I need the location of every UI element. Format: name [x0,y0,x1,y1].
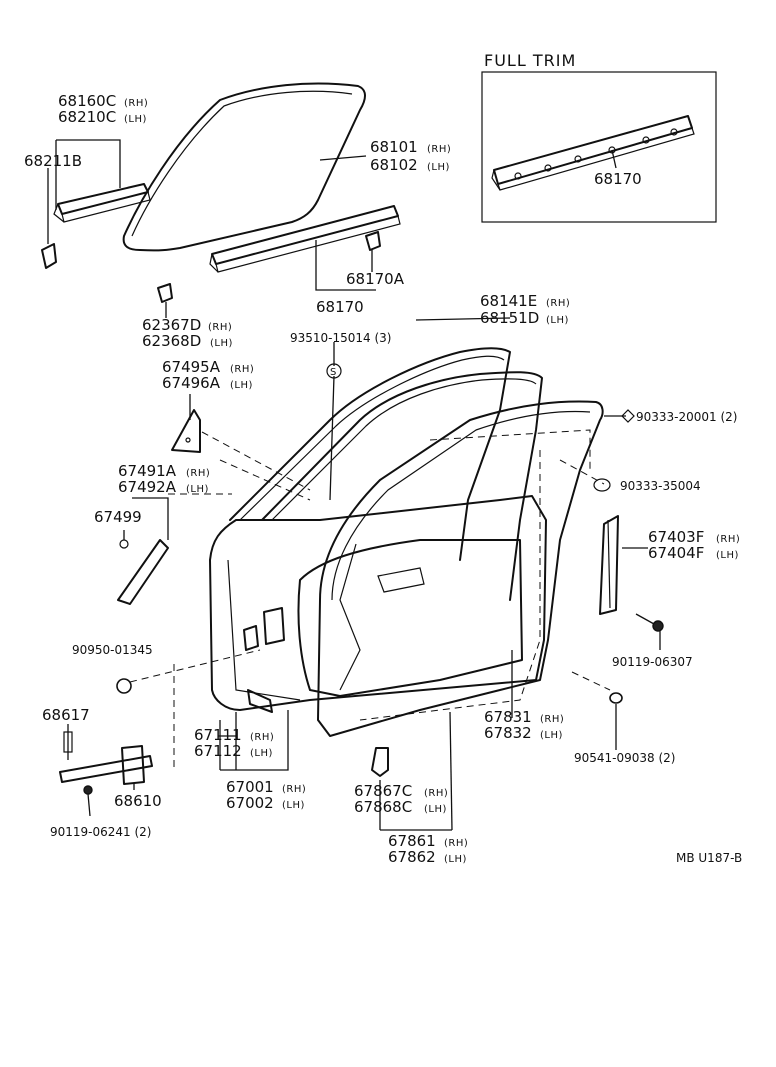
clip-62367d-drawing [157,283,173,303]
pin-68617-icon [63,724,73,760]
label-68101: 68101 [370,138,418,156]
door-weatherstrip-inner [261,371,543,601]
garnish-67495a-drawing [171,409,201,453]
label-67496a-suffix: (LH) [230,380,253,391]
label-68151d: 68151D [480,309,539,327]
label-67492a-suffix: (LH) [186,484,209,495]
label-67831: 67831 [484,708,532,726]
full-trim-moulding-drawing [491,115,695,191]
label-67001: 67001 [226,778,274,796]
label-90541-09038: 90541-09038 (2) [574,751,676,765]
door-check-68610-drawing [59,745,153,817]
label-67112: 67112 [194,742,242,760]
door-glass-drawing [122,82,366,252]
garnish-67499-drawing [117,539,169,605]
label-90333-35004: 90333-35004 [620,479,701,493]
plug-90333-35004-icon [593,478,611,492]
label-68141e: 68141E [480,292,537,310]
belt-moulding-68170-drawing [209,205,401,273]
full-trim-title: FULL TRIM [484,51,576,70]
label-68102: 68102 [370,156,418,174]
label-68170: 68170 [316,298,364,316]
label-68211b: 68211B [24,152,82,170]
label-68160c: 68160C [58,92,116,110]
front-run-strip-drawing [53,183,151,223]
label-90119-06307: 90119-06307 [612,655,693,669]
label-67861: 67861 [388,832,436,850]
label-67861-suffix: (RH) [444,838,468,849]
label-67403f-suffix: (RH) [716,534,740,545]
label-67492a: 67492A [118,478,177,496]
label-68617: 68617 [42,706,90,724]
screw-93510-icon: S [326,363,342,379]
label-90333-20001: 90333-20001 (2) [636,410,738,424]
label-93510-15014: 93510-15014 (3) [290,331,392,345]
label-67832-suffix: (LH) [540,730,563,741]
label-68151d-suffix: (LH) [546,315,569,326]
label-67404f: 67404F [648,544,704,562]
label-67495a: 67495A [162,358,221,376]
label-68170a: 68170A [346,270,405,288]
svg-text:S: S [330,367,336,378]
label-67495a-suffix: (RH) [230,364,254,375]
rear-sash-67403f-drawing [599,515,619,615]
full-trim-inset: FULL TRIM 68170 [481,51,717,223]
full-trim-box [481,71,717,223]
label-67112-suffix: (LH) [250,748,273,759]
door-panel-drawing [209,495,547,711]
clip-68170a-drawing [365,231,381,251]
label-68210c: 68210C [58,108,116,126]
label-67403f: 67403F [648,528,704,546]
clip-67867c-drawing [371,747,389,777]
label-67862: 67862 [388,848,436,866]
label-67867c-suffix: (RH) [424,788,448,799]
label-62368d-suffix: (LH) [210,338,233,349]
label-67001-suffix: (RH) [282,784,306,795]
label-67862-suffix: (LH) [444,854,467,865]
label-62367d: 62367D [142,316,201,334]
label-67868c: 67868C [354,798,412,816]
label-62368d: 62368D [142,332,201,350]
label-67111-suffix: (RH) [250,732,274,743]
label-67002-suffix: (LH) [282,800,305,811]
label-67111: 67111 [194,726,242,744]
plug-90950-01345-icon [116,678,132,694]
grommet-90541-icon [609,692,623,704]
label-67002: 67002 [226,794,274,812]
label-68101-suffix: (RH) [427,144,451,155]
hinge-drawing [243,607,285,713]
bolt-90119-06307-icon [635,613,664,632]
diagram-code: MB U187-B [676,851,742,865]
label-67496a: 67496A [162,374,221,392]
label-68210c-suffix: (LH) [124,114,147,125]
label-62367d-suffix: (RH) [208,322,232,333]
label-68102-suffix: (LH) [427,162,450,173]
label-67831-suffix: (RH) [540,714,564,725]
plug-90333-20001-icon [621,409,635,423]
label-68610: 68610 [114,792,162,810]
label-68170-full-trim: 68170 [594,170,642,188]
door-frame-seal-drawing [317,400,604,737]
label-67499: 67499 [94,508,142,526]
door-weatherstrip-outer [229,347,511,561]
label-67832: 67832 [484,724,532,742]
label-90950-01345: 90950-01345 [72,643,153,657]
clip-68211b-drawing [41,243,57,269]
inner-lining-dashed [219,429,591,721]
label-68160c-suffix: (RH) [124,98,148,109]
label-68141e-suffix: (RH) [546,298,570,309]
label-67404f-suffix: (LH) [716,550,739,561]
label-90119-06241: 90119-06241 (2) [50,825,152,839]
label-67491a: 67491A [118,462,177,480]
label-67868c-suffix: (LH) [424,804,447,815]
label-67491a-suffix: (RH) [186,468,210,479]
label-67867c: 67867C [354,782,412,800]
